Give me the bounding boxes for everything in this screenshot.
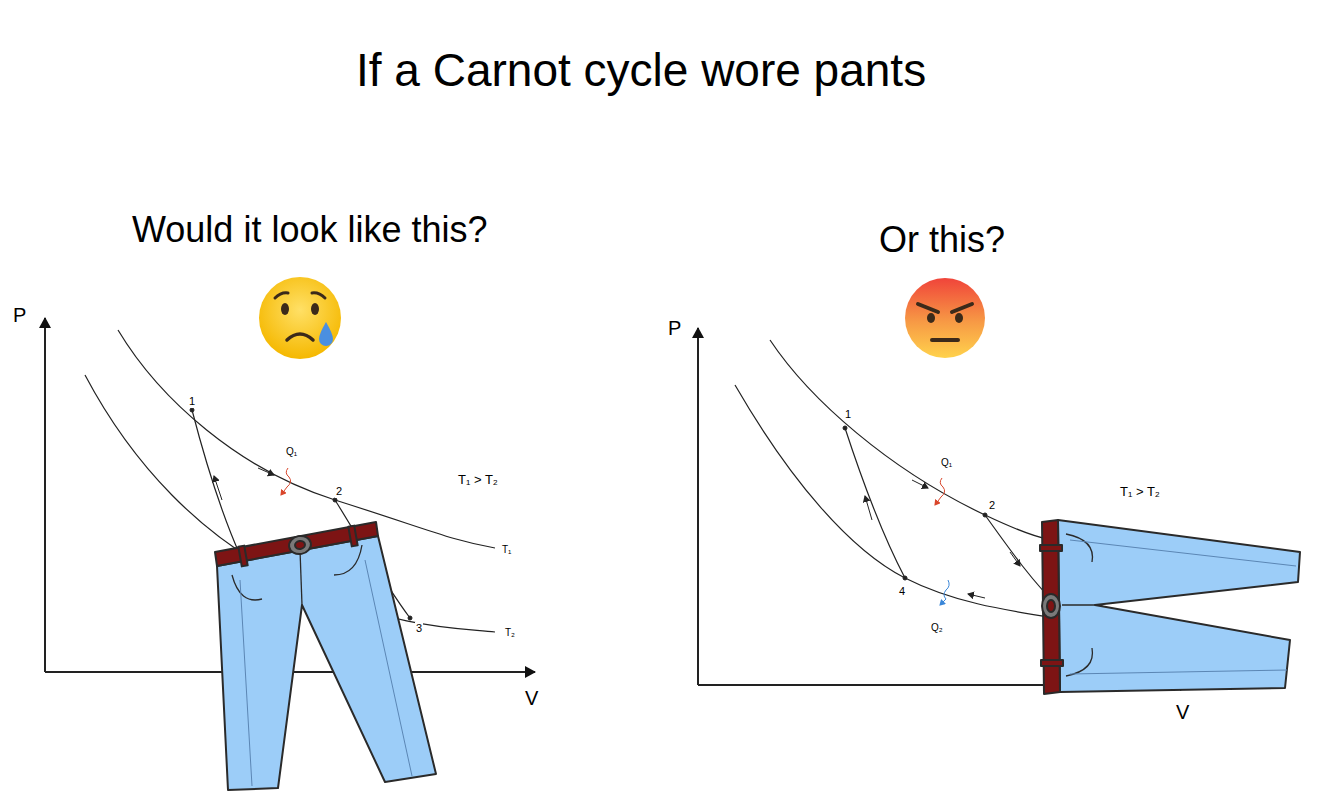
sad-emoji	[259, 277, 341, 359]
title: If a Carnot cycle wore pants	[356, 44, 926, 97]
point-number: 4	[898, 585, 906, 598]
axis-label: V	[525, 687, 538, 710]
axis-label: P	[668, 317, 681, 340]
axis-label: V	[1176, 701, 1189, 724]
angry-emoji	[905, 278, 985, 358]
heat-label: Q₂	[930, 622, 944, 634]
temperature-note: T₁ > T₂	[457, 473, 499, 488]
point-number: 3	[415, 622, 423, 635]
point-number: 2	[335, 485, 343, 498]
pants-left	[215, 522, 436, 790]
axis-label: P	[13, 304, 26, 327]
temperature-note: T₁ > T₂	[1119, 485, 1161, 500]
heat-label: Q₁	[285, 446, 298, 458]
point-number: 1	[188, 395, 196, 408]
point-number: 2	[988, 499, 996, 512]
point-number: 1	[844, 408, 852, 421]
isotherm-label: T₁	[501, 544, 512, 556]
pants-right	[1040, 520, 1300, 694]
subtitle: Or this?	[879, 219, 1005, 260]
subtitle: Would it look like this?	[132, 209, 488, 250]
isotherm-label: T₂	[504, 627, 516, 639]
heat-label: Q₁	[940, 457, 953, 469]
